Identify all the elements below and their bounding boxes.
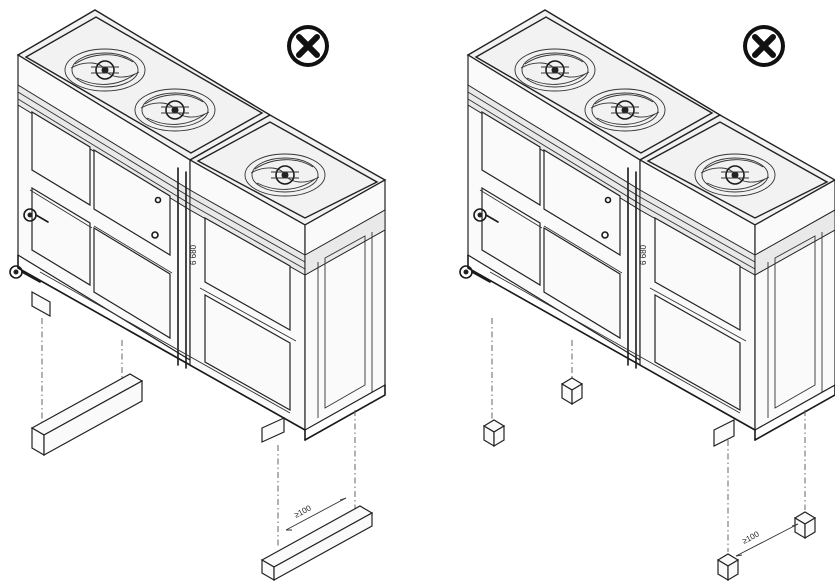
right-diagram: ≥100 <box>460 10 835 582</box>
chiller-unit-right <box>460 10 835 440</box>
left-diagram: ≥100 <box>10 10 385 582</box>
support-beams: ≥100 <box>30 290 374 582</box>
x-circle-icon <box>743 25 785 67</box>
chiller-unit-left <box>10 10 385 440</box>
dimension-label-right: ≥100 <box>741 529 761 546</box>
support-pads: ≥100 <box>482 318 817 582</box>
x-circle-icon <box>287 25 329 67</box>
